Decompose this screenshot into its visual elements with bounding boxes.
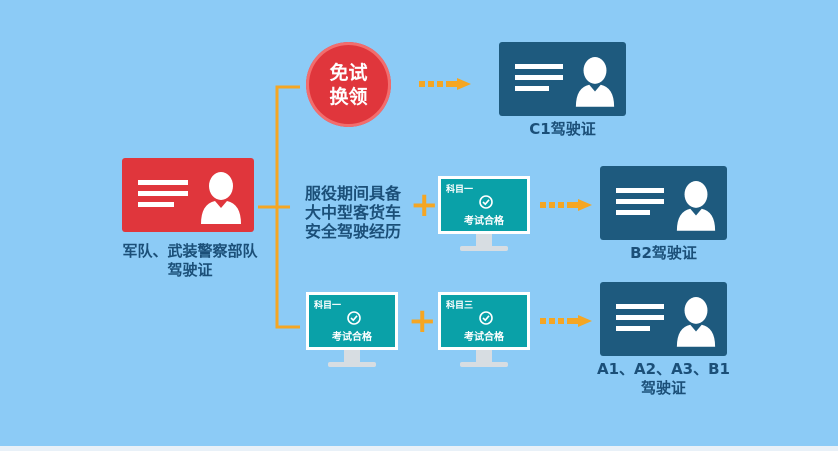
c1-license-label: C1驾驶证 — [529, 120, 596, 138]
a-license-label-line1: A1、A2、A3、B1 — [596, 360, 730, 378]
arrow-to-a — [540, 315, 592, 327]
exam-subject: 科目三 — [446, 301, 474, 311]
b2-license-label: B2驾驶证 — [630, 244, 697, 262]
plus-sign: + — [410, 185, 439, 225]
monitor-screen: 科目一 考试合格 — [438, 176, 530, 234]
source-license-label: 军队、武装警察部队 驾驶证 — [122, 242, 258, 279]
c1-license-card — [499, 42, 626, 116]
person-icon — [575, 57, 615, 107]
exam-status: 考试合格 — [464, 216, 504, 227]
exam-status: 考试合格 — [464, 332, 504, 343]
monitor-screen: 科目一 考试合格 — [306, 292, 398, 350]
condition-line2: 大中型客货车 — [304, 203, 401, 222]
exempt-badge: 免试 换领 — [306, 42, 391, 127]
a-license-card — [600, 282, 727, 356]
b2-license-card — [600, 166, 727, 240]
person-icon — [676, 181, 716, 231]
monitor-screen: 科目三 考试合格 — [438, 292, 530, 350]
exam-subject: 科目一 — [446, 185, 474, 195]
badge-line2: 换领 — [329, 85, 368, 108]
check-circle-icon — [479, 195, 493, 209]
person-icon — [676, 297, 716, 347]
plus-sign: + — [408, 301, 437, 341]
badge-line1: 免试 — [329, 61, 368, 84]
exam-status: 考试合格 — [332, 332, 372, 343]
arrow-to-c1 — [419, 78, 471, 90]
condition-line3: 安全驾驶经历 — [304, 222, 401, 241]
arrow-to-b2 — [540, 199, 592, 211]
exam-monitor-a-first: 科目一 考试合格 — [306, 292, 398, 375]
exam-monitor-a-second: 科目三 考试合格 — [438, 292, 530, 375]
bottom-bar — [0, 446, 838, 451]
exam-monitor-b2: 科目一 考试合格 — [438, 176, 530, 259]
exam-subject: 科目一 — [314, 301, 342, 311]
person-icon — [201, 172, 241, 224]
a-license-label-line2: 驾驶证 — [640, 379, 686, 397]
check-circle-icon — [347, 311, 361, 325]
source-license-card — [122, 158, 254, 232]
check-circle-icon — [479, 311, 493, 325]
a-license-label: A1、A2、A3、B1 驾驶证 — [586, 360, 741, 398]
service-condition-text: 服役期间具备 大中型客货车 安全驾驶经历 — [294, 184, 412, 241]
condition-line1: 服役期间具备 — [304, 184, 401, 203]
